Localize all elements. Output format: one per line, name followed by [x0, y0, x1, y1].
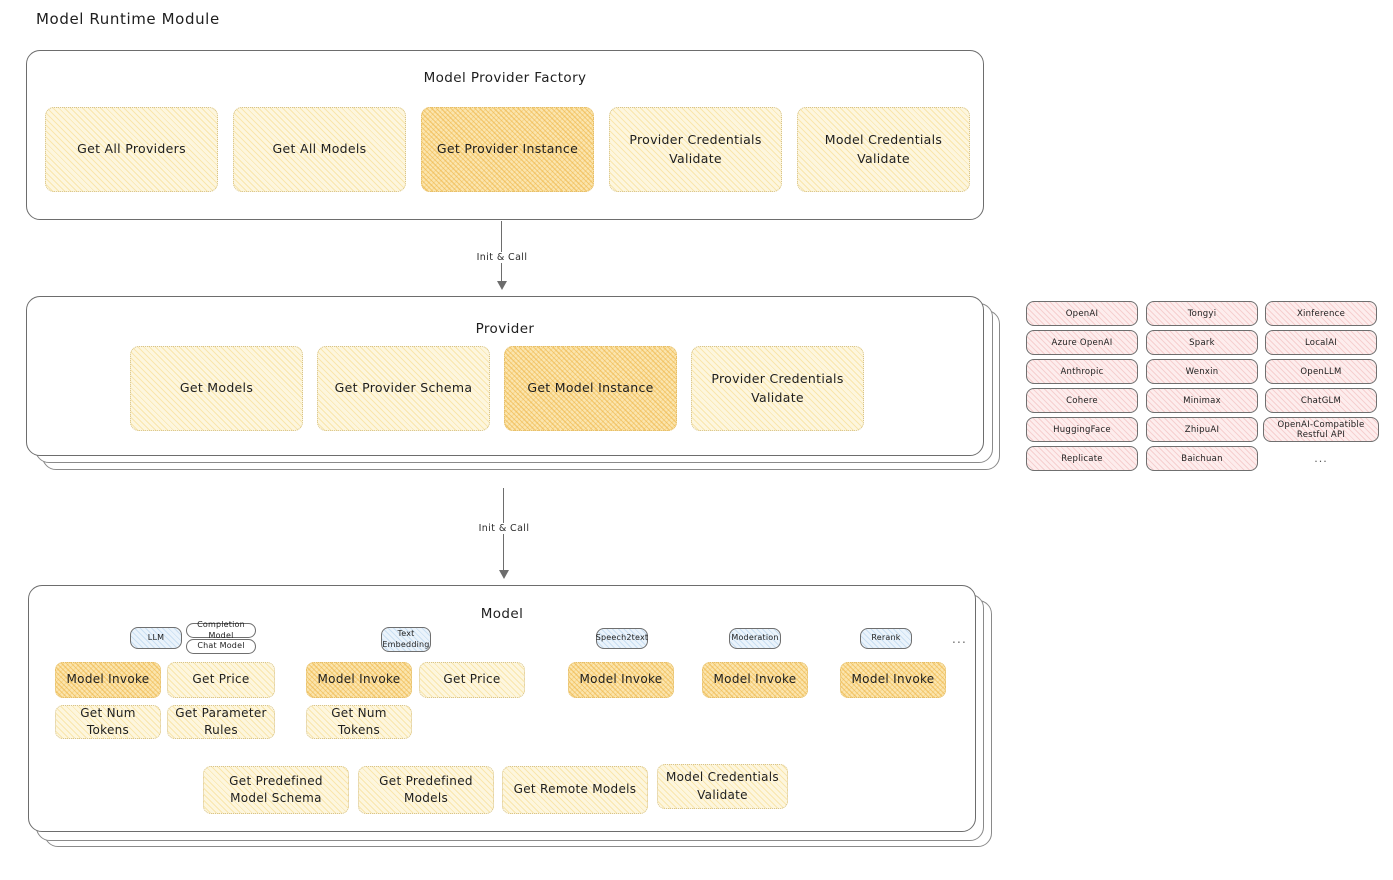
provider-method-get-models[interactable]: Get Models — [130, 346, 303, 431]
provider-chip-localai[interactable]: LocalAI — [1265, 330, 1377, 355]
page-title: Model Runtime Module — [36, 10, 220, 28]
model-types-more: ... — [952, 632, 968, 646]
factory-method-get-provider-instance[interactable]: Get Provider Instance — [421, 107, 594, 192]
provider-chip-zhipuai[interactable]: ZhipuAI — [1146, 417, 1258, 442]
arrow-factory-to-provider-label: Init & Call — [471, 252, 533, 263]
provider-chip-chatglm[interactable]: ChatGLM — [1265, 388, 1377, 413]
provider-method-provider-credentials-validate[interactable]: Provider Credentials Validate — [691, 346, 864, 431]
provider-chip-openai[interactable]: OpenAI — [1026, 301, 1138, 326]
model-common-method-get-predefined-model-schema[interactable]: Get Predefined Model Schema — [203, 766, 349, 814]
model-llm-method-get-price[interactable]: Get Price — [167, 662, 275, 698]
provider-chip-huggingface[interactable]: HuggingFace — [1026, 417, 1138, 442]
model-llm-method-get-num-tokens[interactable]: Get Num Tokens — [55, 705, 161, 739]
model-rerank-method-model-invoke[interactable]: Model Invoke — [840, 662, 946, 698]
provider-method-get-provider-schema[interactable]: Get Provider Schema — [317, 346, 490, 431]
provider-method-get-model-instance[interactable]: Get Model Instance — [504, 346, 677, 431]
provider-list-more: ... — [1314, 452, 1328, 465]
model-type-tag-llm[interactable]: LLM — [130, 627, 182, 649]
model-title: Model — [480, 606, 524, 622]
provider-chip-cohere[interactable]: Cohere — [1026, 388, 1138, 413]
model-type-tag-speech2text[interactable]: Speech2text — [596, 628, 648, 649]
model-text-embedding-method-model-invoke[interactable]: Model Invoke — [306, 662, 412, 698]
arrow-factory-to-provider-head — [497, 281, 507, 290]
provider-chip-xinference[interactable]: Xinference — [1265, 301, 1377, 326]
provider-chip-wenxin[interactable]: Wenxin — [1146, 359, 1258, 384]
model-common-method-get-predefined-models[interactable]: Get Predefined Models — [358, 766, 494, 814]
provider-chip-openllm[interactable]: OpenLLM — [1265, 359, 1377, 384]
model-subtag-completion-model[interactable]: Completion Model — [186, 620, 256, 640]
model-speech2text-method-model-invoke[interactable]: Model Invoke — [568, 662, 674, 698]
arrow-provider-to-model-head — [499, 570, 509, 579]
model-llm-method-model-invoke[interactable]: Model Invoke — [55, 662, 161, 698]
provider-chip-replicate[interactable]: Replicate — [1026, 446, 1138, 471]
model-llm-method-get-parameter-rules[interactable]: Get Parameter Rules — [167, 705, 275, 739]
provider-chip-tongyi[interactable]: Tongyi — [1146, 301, 1258, 326]
model-type-tag-text-embedding[interactable]: Text Embedding — [381, 627, 431, 652]
model-type-tag-moderation[interactable]: Moderation — [729, 628, 781, 649]
factory-method-provider-credentials-validate[interactable]: Provider Credentials Validate — [609, 107, 782, 192]
model-common-method-get-remote-models[interactable]: Get Remote Models — [502, 766, 648, 814]
provider-chip-azure-openai[interactable]: Azure OpenAI — [1026, 330, 1138, 355]
provider-title: Provider — [475, 321, 535, 337]
model-common-method-model-credentials-validate[interactable]: Model Credentials Validate — [657, 764, 788, 809]
model-text-embedding-method-get-num-tokens[interactable]: Get Num Tokens — [306, 705, 412, 739]
model-text-embedding-method-get-price[interactable]: Get Price — [419, 662, 525, 698]
provider-chip-minimax[interactable]: Minimax — [1146, 388, 1258, 413]
provider-chip-baichuan[interactable]: Baichuan — [1146, 446, 1258, 471]
model-subtag-chat-model[interactable]: Chat Model — [186, 639, 256, 654]
arrow-provider-to-model-label: Init & Call — [473, 523, 535, 534]
model-moderation-method-model-invoke[interactable]: Model Invoke — [702, 662, 808, 698]
provider-chip-spark[interactable]: Spark — [1146, 330, 1258, 355]
factory-method-get-all-models[interactable]: Get All Models — [233, 107, 406, 192]
provider-chip-openai-compatible-restful-api[interactable]: OpenAI-Compatible Restful API — [1263, 417, 1379, 442]
factory-method-get-all-providers[interactable]: Get All Providers — [45, 107, 218, 192]
factory-method-model-credentials-validate[interactable]: Model Credentials Validate — [797, 107, 970, 192]
factory-title: Model Provider Factory — [423, 70, 587, 86]
model-type-tag-rerank[interactable]: Rerank — [860, 628, 912, 649]
provider-chip-anthropic[interactable]: Anthropic — [1026, 359, 1138, 384]
